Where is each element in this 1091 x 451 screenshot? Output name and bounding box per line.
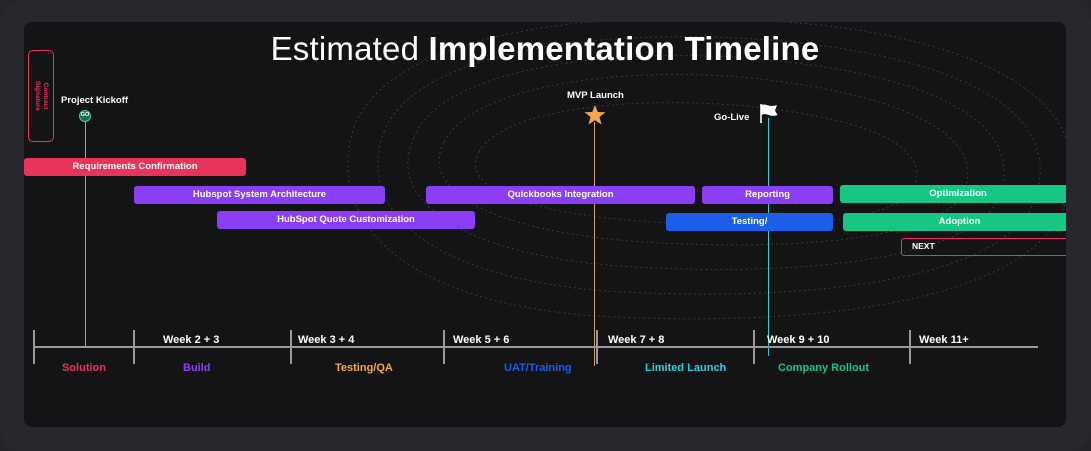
kickoff-line	[85, 120, 87, 346]
week-label: Week 7 + 8	[608, 334, 665, 346]
star-icon	[584, 105, 606, 125]
task-adoption: Adoption	[843, 213, 1066, 231]
task-requirements-confirmation: Requirements Confirmation	[24, 158, 246, 176]
phase-limited-launch: Limited Launch	[645, 362, 727, 374]
next-box: NEXT	[901, 238, 1066, 256]
go-live-line	[768, 118, 770, 356]
task-hubspot-architecture: Hubspot System Architecture	[134, 186, 385, 204]
axis-tick	[443, 330, 445, 364]
title-light: Estimated	[270, 30, 420, 67]
project-kickoff-label: Project Kickoff	[61, 95, 129, 106]
timeline-axis	[34, 346, 1038, 348]
axis-tick	[596, 330, 598, 364]
mvp-launch-label: MVP Launch	[567, 90, 624, 101]
flag-icon	[760, 104, 778, 123]
axis-tick	[290, 330, 292, 364]
axis-tick	[909, 330, 911, 364]
task-testing: Testing/	[666, 213, 833, 231]
go-live-label: Go-Live	[714, 112, 750, 123]
phase-uat-training: UAT/Training	[504, 362, 572, 374]
task-quickbooks-integration: Quickbooks Integration	[426, 186, 695, 204]
phase-company-rollout: Company Rollout	[778, 362, 870, 374]
title-bold: Implementation Timeline	[428, 30, 820, 67]
week-label: Week 11+	[919, 334, 969, 346]
phase-testing-qa: Testing/QA	[335, 362, 393, 374]
phase-solution: Solution	[62, 362, 106, 374]
task-reporting: Reporting	[702, 186, 833, 204]
mvp-launch-line	[594, 122, 596, 366]
week-label: Week 5 + 6	[453, 334, 510, 346]
week-label: Week 9 + 10	[767, 334, 830, 346]
axis-tick	[33, 330, 35, 364]
go-badge-icon: GO	[79, 110, 91, 122]
timeline-panel: Estimated Implementation Timeline Contra…	[24, 22, 1066, 427]
page-title: Estimated Implementation Timeline	[24, 30, 1066, 68]
week-label: Week 3 + 4	[298, 334, 355, 346]
phase-build: Build	[183, 362, 211, 374]
axis-tick	[133, 330, 135, 364]
task-hubspot-quote: HubSpot Quote Customization	[217, 211, 475, 229]
task-optimization: Optimization	[840, 185, 1066, 203]
contract-signature-label: Contract Signature	[34, 81, 49, 111]
contract-signature-box: Contract Signature	[28, 50, 54, 142]
axis-tick	[753, 330, 755, 364]
week-label: Week 2 + 3	[163, 334, 220, 346]
